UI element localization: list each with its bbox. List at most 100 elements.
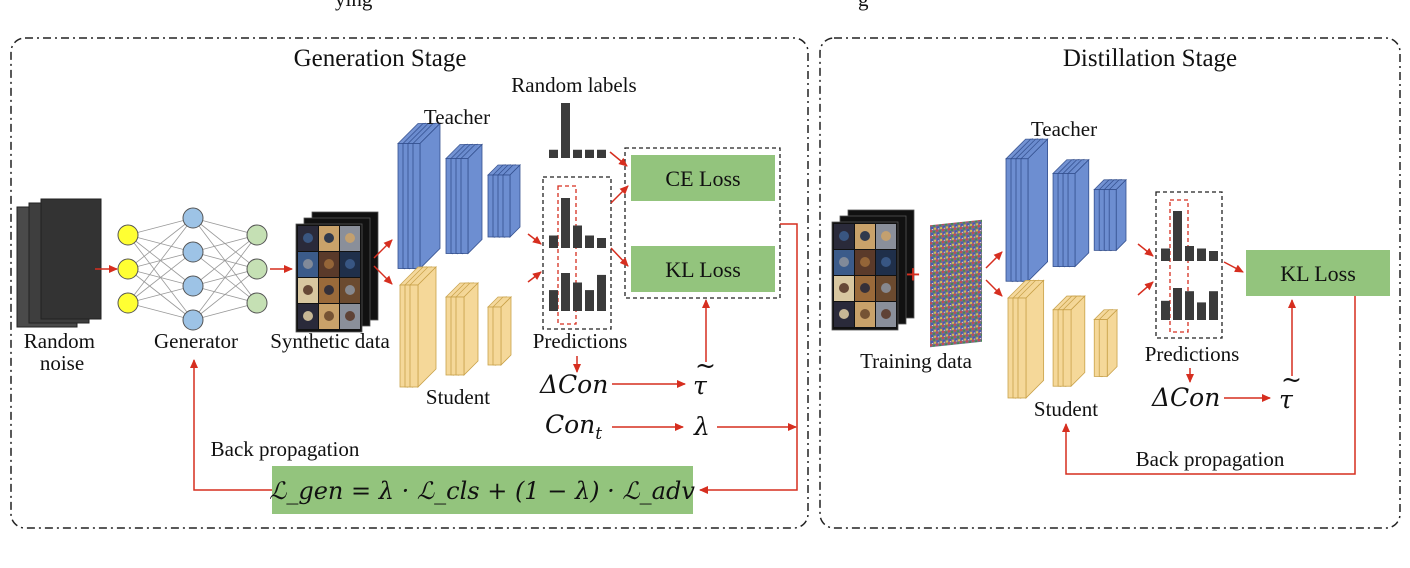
arrow-random-to-ce	[609, 151, 628, 167]
generator-network	[117, 207, 268, 331]
image-blob	[881, 257, 891, 267]
teacher-prediction-bars	[549, 198, 606, 248]
generator-node	[182, 241, 204, 263]
bar	[1173, 288, 1182, 320]
arrow-pred-to-ce	[610, 185, 629, 204]
bar	[1173, 211, 1182, 261]
losses-box	[624, 147, 781, 299]
training-data-images	[831, 209, 915, 331]
synthetic-data-images	[295, 211, 379, 333]
bar	[561, 198, 570, 248]
random-noise-label: Random noise	[24, 329, 100, 375]
bar	[1209, 291, 1218, 320]
student-network	[399, 266, 512, 388]
arrow-student-to-predictions	[1137, 281, 1154, 296]
image-blob	[324, 259, 334, 269]
distillation-stage-border	[819, 37, 1401, 529]
predictions-label: Predictions	[533, 329, 628, 353]
image-blob	[839, 309, 849, 319]
bar	[597, 274, 606, 311]
image-blob	[839, 283, 849, 293]
generator-edge	[192, 234, 258, 321]
teacher-layer-front	[1067, 173, 1076, 267]
generator-edge	[192, 268, 258, 321]
generator-label: Generator	[154, 329, 238, 353]
generator-node	[182, 207, 204, 229]
generator-node	[117, 224, 139, 246]
arrow-loss-return	[699, 223, 798, 494]
arrow-data-to-student	[985, 279, 1003, 297]
image-blob	[324, 285, 334, 295]
generation-stage-border	[10, 37, 809, 529]
tau-tilde: ~	[695, 351, 716, 380]
predictions-highlight	[1169, 199, 1189, 333]
synthetic-data-label: Synthetic data	[270, 329, 390, 353]
student-label: Student	[426, 385, 490, 409]
bar	[585, 235, 594, 248]
generator-edge	[192, 234, 258, 253]
bar	[1197, 302, 1206, 320]
image-blob	[881, 231, 891, 241]
arrow-synthetic-to-teacher	[373, 239, 393, 259]
student-layer-side	[1106, 308, 1118, 378]
image-blob	[345, 259, 355, 269]
generation-stage: Generation Stage Random noise Generator …	[10, 37, 809, 529]
bar	[1185, 246, 1194, 261]
kl-loss-box	[631, 246, 775, 292]
bar	[561, 103, 570, 158]
bar	[573, 282, 582, 311]
header-fragment-right: g	[858, 0, 869, 11]
generation-stage-title: Generation Stage	[294, 45, 467, 72]
student-layer-front	[409, 284, 419, 388]
teacher-layer-side	[1027, 138, 1048, 283]
random-label-bars	[549, 103, 606, 158]
image-blob	[881, 283, 891, 293]
image-blob	[881, 309, 891, 319]
teacher-network	[397, 122, 521, 270]
teacher-layer-side	[509, 164, 521, 238]
noise-image	[930, 219, 982, 348]
header-fragment-left: ying	[335, 0, 373, 11]
distillation-stage-title: Distillation Stage	[1063, 45, 1237, 72]
kl-loss-label: KL Loss	[665, 257, 741, 282]
ce-loss-label: CE Loss	[665, 166, 740, 191]
arrow-back-propagation	[190, 359, 272, 491]
generator-edge	[192, 302, 258, 321]
bar	[573, 225, 582, 248]
image-blob	[860, 257, 870, 267]
image-blob	[839, 257, 849, 267]
generator-edge	[127, 251, 194, 304]
gen-loss-formula: ℒ_gen = λ · ℒ_cls + (1 − λ) · ℒ_adv	[269, 477, 695, 505]
bar	[597, 238, 606, 248]
teacher-layer-front	[1108, 189, 1117, 251]
image-blob	[345, 311, 355, 321]
image-blob	[839, 231, 849, 241]
back-propagation-label: Back propagation	[211, 437, 360, 461]
generator-edge	[127, 302, 194, 321]
generator-edge	[127, 217, 194, 270]
teacher-layer-front	[1020, 158, 1029, 282]
image-blob	[324, 233, 334, 243]
image-blob	[860, 231, 870, 241]
generator-node	[117, 292, 139, 314]
tau-tilde: ~	[1281, 365, 1302, 394]
student-layer-side	[417, 266, 437, 388]
teacher-prediction-bars	[1161, 211, 1218, 261]
teacher-layer-front	[502, 174, 511, 238]
student-layer-side	[1070, 295, 1086, 388]
teacher-layer-front	[412, 143, 421, 269]
bar	[549, 149, 558, 158]
generator-edge	[192, 217, 258, 236]
arrow-student-to-predictions	[527, 271, 542, 283]
predictions-box	[1155, 191, 1223, 339]
teacher-layer-side	[1074, 158, 1090, 268]
student-network	[1007, 279, 1119, 399]
bar	[1161, 248, 1170, 261]
bar	[1185, 291, 1194, 320]
con-t-label: Cont	[545, 410, 602, 444]
bar	[549, 290, 558, 311]
arrow-data-to-teacher	[985, 251, 1003, 269]
image-blob	[303, 233, 313, 243]
image-blob	[324, 311, 334, 321]
